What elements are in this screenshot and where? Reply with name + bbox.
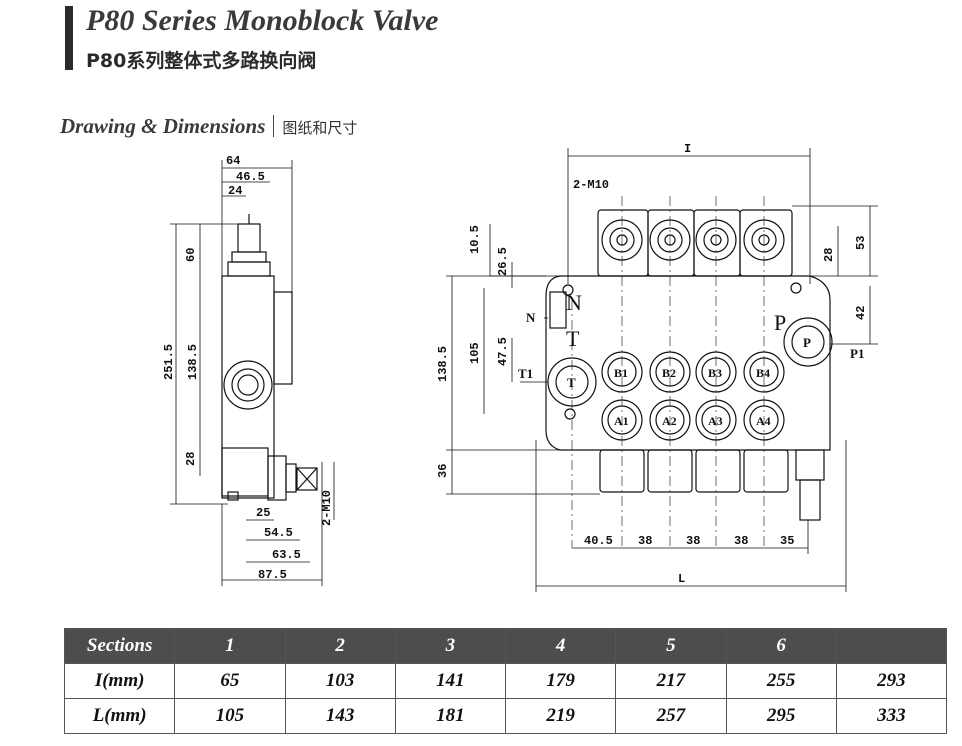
table-cell: 65 [174,663,286,699]
table-header-cell: 3 [394,628,507,664]
dim-label: 46.5 [236,170,265,184]
section-divider [273,115,275,137]
dim-label: 105 [468,342,482,364]
section-title-en: Drawing & Dimensions [60,114,266,138]
table-cell: 295 [725,698,837,734]
title-accent-bar [65,6,73,70]
port-label-t-large: T [566,326,580,351]
dim-label: 53 [854,236,868,250]
port-label-a1: A1 [614,414,629,428]
port-label-p: P [803,335,811,350]
port-label-b3: B3 [708,366,722,380]
side-view [221,214,318,501]
port-label-b1: B1 [614,366,628,380]
dim-label: 25 [256,506,270,520]
dim-label: L [678,572,685,586]
port-label-n-large: N [566,290,582,315]
dim-label: 38 [638,534,652,548]
table-cell: 179 [504,663,617,699]
table-header-cell: Sections [63,628,176,664]
table-header-cell: 5 [615,628,727,664]
dim-label: 2-M10 [573,178,609,192]
table-row: L(mm) 105 143 181 219 257 295 333 [63,698,948,734]
table-cell: 103 [284,663,396,699]
dim-label: 38 [686,534,700,548]
dim-label: 28 [184,452,198,466]
port-label-b2: B2 [662,366,676,380]
dim-label: 36 [436,464,450,478]
dim-label: 10.5 [468,225,482,254]
row-label: I(mm) [63,663,176,699]
port-label-a4: A4 [756,414,771,428]
port-label-p1: P1 [850,346,864,361]
table-cell: 105 [174,698,286,734]
front-view [545,209,833,521]
port-label-a3: A3 [708,414,723,428]
row-label: L(mm) [63,698,176,734]
dim-label: 63.5 [272,548,301,562]
dim-label: I [684,142,691,156]
dim-label: 42 [854,306,868,320]
table-cell: 141 [394,663,507,699]
dim-label: 251.5 [162,344,176,380]
dim-label: 40.5 [584,534,613,548]
technical-drawing: 64 46.5 24 60 251.5 138.5 28 25 54.5 63.… [162,142,878,592]
table-cell: 181 [394,698,507,734]
table-header-cell: 4 [504,628,617,664]
dim-label: 26.5 [496,247,510,276]
dim-label: 2-M10 [320,490,334,526]
table-header-cell: 2 [284,628,396,664]
dim-label: 64 [226,154,240,168]
table-row: I(mm) 65 103 141 179 217 255 293 [63,663,948,699]
dim-label: 138.5 [436,346,450,382]
dim-label: 35 [780,534,794,548]
table-cell: 255 [725,663,837,699]
port-label-b4: B4 [756,366,770,380]
port-label-a2: A2 [662,414,677,428]
page-subtitle-cn: P80系列整体式多路换向阀 [86,50,317,72]
dim-label: 24 [228,184,242,198]
dim-label: 54.5 [264,526,293,540]
dim-label: 28 [822,248,836,262]
port-label-t1: T1 [518,366,533,381]
section-heading: Drawing & Dimensions 图纸和尺寸 [60,114,357,139]
dim-label: 87.5 [258,568,287,582]
dim-label: 60 [184,248,198,262]
table-cell: 293 [835,663,948,699]
dim-label: 138.5 [186,344,200,380]
dimensions-table: Sections 1 2 3 4 5 6 I(mm) 65 103 141 17… [63,628,948,734]
table-header-cell: 6 [725,628,837,664]
table-cell: 219 [504,698,617,734]
dim-label: 47.5 [496,337,510,366]
table-header-cell: 1 [174,628,286,664]
table-cell: 333 [835,698,948,734]
port-label-n: N [526,310,536,325]
table-cell: 257 [615,698,727,734]
table-cell: 217 [615,663,727,699]
port-label-p-large: P [774,310,786,335]
page-title: P80 Series Monoblock Valve [86,4,439,37]
table-cell: 143 [284,698,396,734]
table-header-row: Sections 1 2 3 4 5 6 [63,628,948,664]
dim-label: 38 [734,534,748,548]
section-title-cn: 图纸和尺寸 [282,119,358,137]
port-label-t: T [567,375,576,390]
table-header-cell [835,628,948,664]
